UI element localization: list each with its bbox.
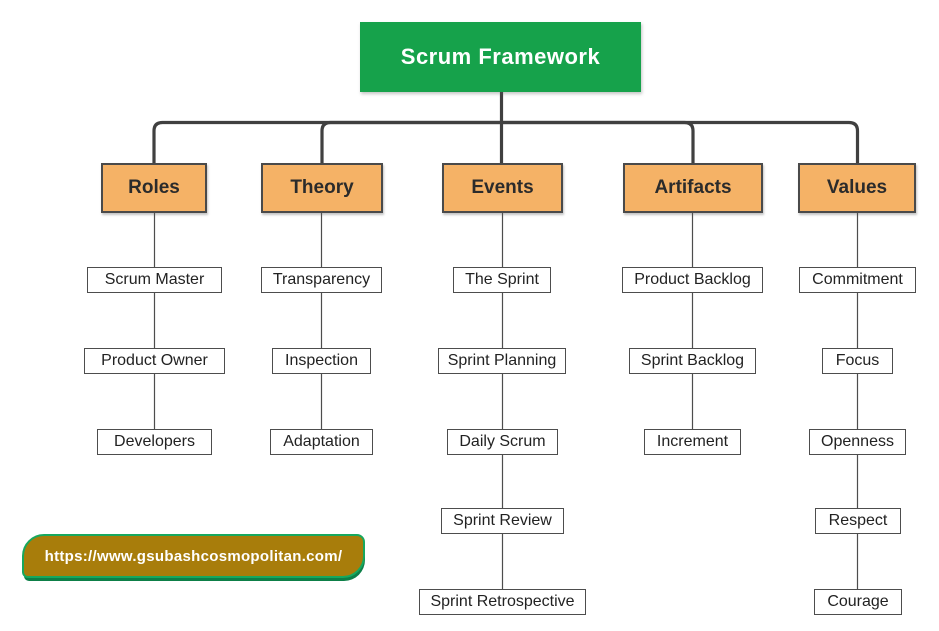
leaf-node-the-sprint: The Sprint [453,267,551,293]
website-url-badge[interactable]: https://www.gsubashcosmopolitan.com/ [22,534,365,578]
branch-node-theory: Theory [261,163,383,213]
branch-node-values: Values [798,163,916,213]
leaf-node-courage: Courage [814,589,902,615]
branch-node-events: Events [442,163,563,213]
leaf-node-sprint-backlog: Sprint Backlog [629,348,756,374]
leaf-node-scrum-master: Scrum Master [87,267,222,293]
leaf-node-adaptation: Adaptation [270,429,373,455]
leaf-node-increment: Increment [644,429,741,455]
leaf-node-developers: Developers [97,429,212,455]
leaf-node-openness: Openness [809,429,906,455]
root-node-scrum-framework: Scrum Framework [360,22,641,92]
connector-branch-roles [152,120,501,164]
connector-branch-theory [320,120,501,164]
leaf-node-commitment: Commitment [799,267,916,293]
leaf-node-inspection: Inspection [272,348,371,374]
leaf-node-product-backlog: Product Backlog [622,267,763,293]
connector-branch-artifacts [502,120,695,164]
connector-branch-values [502,120,860,164]
leaf-node-sprint-planning: Sprint Planning [438,348,566,374]
leaf-node-daily-scrum: Daily Scrum [447,429,558,455]
leaf-node-focus: Focus [822,348,893,374]
leaf-node-product-owner: Product Owner [84,348,225,374]
branch-node-artifacts: Artifacts [623,163,763,213]
leaf-node-sprint-review: Sprint Review [441,508,564,534]
leaf-node-sprint-retrospective: Sprint Retrospective [419,589,586,615]
leaf-node-transparency: Transparency [261,267,382,293]
leaf-node-respect: Respect [815,508,901,534]
branch-node-roles: Roles [101,163,207,213]
